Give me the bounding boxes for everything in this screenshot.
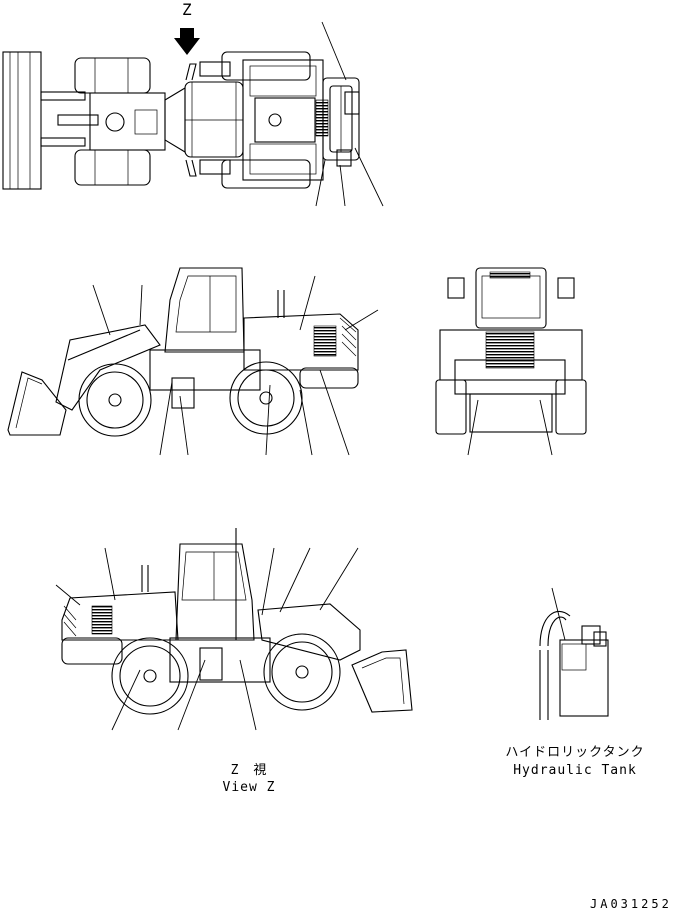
bucket-top — [2, 51, 42, 190]
rear-wheel-left — [221, 51, 311, 81]
rear-wheel-right-rear-view — [555, 379, 587, 435]
rear-wheel-right — [221, 159, 311, 189]
right-side-view-machine — [55, 528, 413, 731]
view-z-arrow — [174, 28, 200, 55]
drawing-number: JA031252 — [590, 897, 672, 911]
front-wheel-side — [78, 363, 152, 437]
view-z-title-jp: Z 視 — [230, 763, 268, 778]
rear-wheel-side — [229, 361, 303, 435]
decal-hood-side-right — [91, 605, 113, 635]
decal-hood-top — [315, 99, 329, 137]
front-wheel-left — [74, 57, 151, 94]
hydraulic-tank-detail — [539, 587, 609, 720]
cab-rear — [475, 267, 547, 329]
hydraulic-tank-body — [559, 639, 609, 717]
bucket-side — [7, 371, 67, 436]
left-side-view-machine — [7, 267, 379, 456]
bucket-side-right — [351, 649, 413, 713]
view-z-title-en: View Z — [222, 780, 276, 795]
cab-top — [184, 81, 244, 158]
rear-wheel-left-rear-view — [435, 379, 467, 435]
view-z-letter: Z — [182, 0, 193, 19]
front-wheel-right — [74, 149, 151, 186]
rear-wheel-side-right — [111, 637, 189, 715]
decal-hood-side — [313, 325, 337, 357]
engine-hood-side — [243, 313, 359, 371]
top-view-machine — [2, 21, 384, 207]
rear-view-machine — [435, 267, 587, 456]
boom-arm — [55, 324, 161, 411]
boom-arm-right — [257, 603, 361, 661]
front-wheel-side-right — [263, 633, 341, 711]
cab-side-right — [175, 543, 255, 641]
engine-hood-side-right — [61, 591, 179, 641]
cab-side — [164, 267, 245, 353]
rear-body — [439, 329, 583, 381]
counterweight-top — [322, 77, 360, 161]
hydraulic-tank-title-en: Hydraulic Tank — [513, 763, 637, 778]
hydraulic-tank-title-jp: ハイドロリックタンク — [505, 745, 645, 760]
radiator-grille — [485, 331, 535, 369]
